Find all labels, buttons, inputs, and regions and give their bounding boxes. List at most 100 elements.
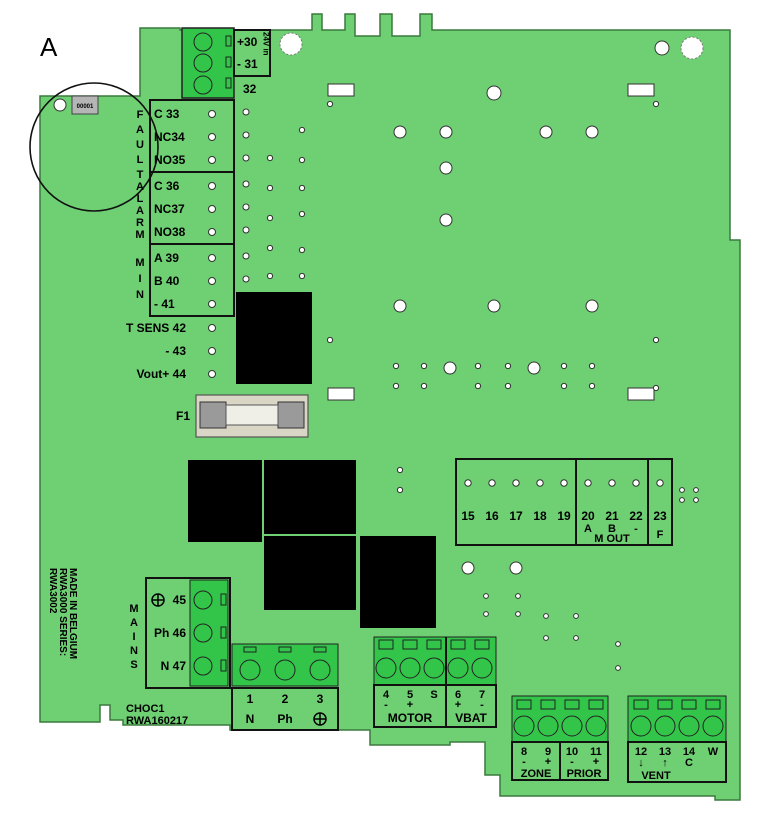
relay-terminal-label: B 40 xyxy=(154,274,180,288)
board-id-2: RWA160217 xyxy=(126,715,188,727)
relay-terminal-label: A 39 xyxy=(154,251,179,265)
pcb-via xyxy=(396,486,404,494)
pcb-via xyxy=(242,252,250,260)
board-id-1: CHOC1 xyxy=(126,703,165,715)
motor-screw xyxy=(423,657,445,679)
terminal-hole xyxy=(208,254,216,262)
pcb-via xyxy=(392,362,400,370)
right-terminal-number: 18 xyxy=(533,509,547,523)
mounting-hole xyxy=(509,561,523,575)
relay-terminal-label: C 36 xyxy=(154,179,180,193)
pcb-via xyxy=(588,362,596,370)
terminal-hole xyxy=(208,133,216,141)
top-slot-1 xyxy=(225,35,232,47)
earth-icon xyxy=(151,593,165,607)
terminal-31: - 31 xyxy=(237,57,258,71)
vent-box xyxy=(627,741,727,783)
zone-sign: - xyxy=(570,756,574,768)
motor-label: MOTOR xyxy=(388,711,433,725)
label-tag xyxy=(71,95,99,115)
pcb-via xyxy=(615,665,621,671)
mounting-hole xyxy=(53,98,67,112)
pcb-via xyxy=(242,131,250,139)
pcb-via xyxy=(560,382,568,390)
pcb-via xyxy=(652,384,660,392)
pcb-via xyxy=(298,156,306,164)
motor-slot xyxy=(450,639,466,650)
terminal-hole xyxy=(464,479,472,487)
top-side-label: 24V in xyxy=(262,32,271,56)
ic-block-2 xyxy=(264,460,356,534)
pcb-via xyxy=(266,214,274,222)
zone-number: 10 xyxy=(566,746,578,758)
vertical-board-line: MADE IN BELGIUM xyxy=(67,568,78,659)
f-label: F xyxy=(657,529,664,541)
motor-slot xyxy=(426,639,442,650)
pcb-via xyxy=(266,272,274,280)
zone-number: 9 xyxy=(545,746,551,758)
zone-slot xyxy=(564,699,580,710)
motor-number: S xyxy=(430,689,437,701)
pcb-via xyxy=(543,635,549,641)
pcb-via xyxy=(573,635,579,641)
top-screw-2 xyxy=(193,53,213,73)
pcb-via xyxy=(298,246,306,254)
pcb-via xyxy=(242,108,250,116)
vent-screw xyxy=(654,715,676,737)
pcb-via xyxy=(515,593,521,599)
pcb-via xyxy=(474,362,482,370)
terminal-hole xyxy=(208,324,216,332)
top-terminal-box xyxy=(233,29,271,77)
mounting-hole xyxy=(527,361,541,375)
pcb-via xyxy=(326,100,334,108)
pcb-via xyxy=(679,497,685,503)
pcb-via xyxy=(543,613,549,619)
vent-slot xyxy=(633,699,649,710)
terminal-hole xyxy=(608,479,616,487)
zone-screw xyxy=(513,715,535,737)
mains-out-slot xyxy=(243,646,257,653)
mains-title-letter: S xyxy=(130,659,137,671)
vent-number: 14 xyxy=(683,746,696,758)
right-terminal-number: 16 xyxy=(485,509,499,523)
right-terminal-number: 20 xyxy=(581,509,595,523)
sensor-terminal-label: - 43 xyxy=(165,344,186,358)
pcb-via xyxy=(693,487,699,493)
motor-slot xyxy=(378,639,394,650)
min-box xyxy=(149,243,235,317)
m-out-label: M OUT xyxy=(594,533,630,545)
motor-screw xyxy=(471,657,493,679)
zone-sign: + xyxy=(593,756,599,768)
pcb-via xyxy=(298,210,306,218)
fuse-cap-left xyxy=(199,401,227,429)
mains-screw xyxy=(193,656,213,676)
right-block-frame xyxy=(455,458,673,546)
zone-screw xyxy=(585,715,607,737)
vent-sub: ↑ xyxy=(662,757,668,769)
vent-number: 13 xyxy=(659,746,671,758)
mounting-hole xyxy=(393,125,407,139)
vertical-title-letter: R xyxy=(136,217,144,229)
right-terminal-number: 23 xyxy=(653,509,667,523)
right-terminal-number: 21 xyxy=(605,509,619,523)
terminal-hole xyxy=(656,479,664,487)
vent-number: W xyxy=(708,746,719,758)
relay-terminal-label: - 41 xyxy=(154,297,175,311)
motor-screw xyxy=(447,657,469,679)
vent-screw xyxy=(702,715,724,737)
vent-screw xyxy=(630,715,652,737)
pcb-via xyxy=(573,613,579,619)
terminal-hole xyxy=(512,479,520,487)
vertical-title-letter: A xyxy=(136,124,144,136)
pcb-via xyxy=(298,272,306,280)
terminal-30: +30 xyxy=(237,35,258,49)
terminal-32: 32 xyxy=(243,82,257,96)
mains-out-number: 1 xyxy=(247,692,254,706)
vent-screw xyxy=(678,715,700,737)
